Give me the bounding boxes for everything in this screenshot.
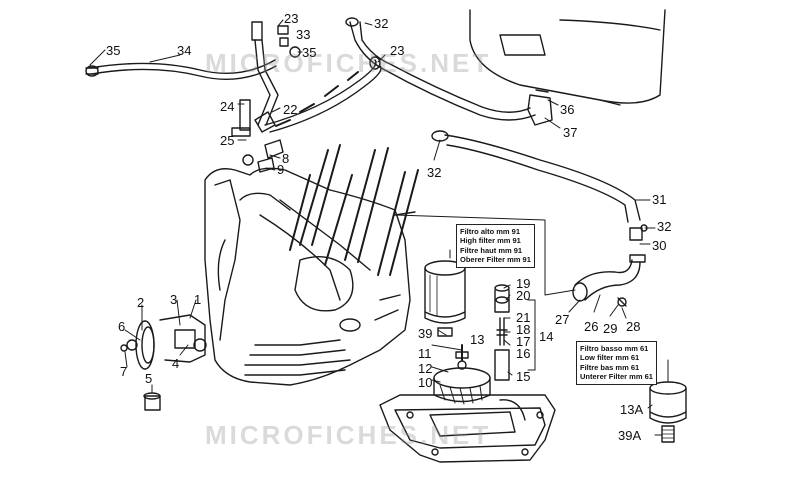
low-filter-label-line: Unterer Filter mm 61 xyxy=(580,372,653,382)
high-filter-label-line: Filtro alto mm 91 xyxy=(460,227,521,236)
callout-15: 15 xyxy=(516,369,531,384)
callout-7: 7 xyxy=(120,364,128,379)
callout-4: 4 xyxy=(172,356,180,371)
callout-2: 2 xyxy=(137,295,145,310)
leader-lines xyxy=(89,19,669,436)
callout-13: 13 xyxy=(470,332,485,347)
hose-31 xyxy=(431,130,648,241)
low-filter-label-line: Low filter mm 61 xyxy=(580,353,640,363)
low-oil-filter xyxy=(649,381,687,443)
callout-31: 31 xyxy=(652,192,667,207)
high-filter-label-line: High filter mm 91 xyxy=(460,236,521,246)
callout-37: 37 xyxy=(563,125,578,140)
hose-34 xyxy=(85,59,277,81)
callout-22: 22 xyxy=(283,102,298,117)
high-filter-label-line: Oberer Filter mm 91 xyxy=(460,255,531,265)
frame-tank xyxy=(469,9,666,106)
callout-19: 19 xyxy=(516,276,531,291)
callout-39: 39 xyxy=(418,326,433,341)
watermark-top: MICROFICHES.NET xyxy=(205,48,492,78)
high-oil-filter xyxy=(424,260,466,337)
callout-5: 5 xyxy=(145,371,153,386)
callout-25: 25 xyxy=(220,133,235,148)
callout-10: 10 xyxy=(418,375,433,390)
callout-39a: 39A xyxy=(618,428,642,443)
breather-fittings xyxy=(251,21,301,126)
hose-37 xyxy=(345,17,553,126)
low-filter-label-line: Filtre bas mm 61 xyxy=(580,362,640,372)
callout-8: 8 xyxy=(282,151,290,166)
callout-11: 11 xyxy=(418,346,432,361)
callout-6: 6 xyxy=(118,319,126,334)
callout-33: 33 xyxy=(296,27,311,42)
callout-24: 24 xyxy=(220,99,235,114)
callout-35a: 35 xyxy=(106,43,121,58)
callout-14: 14 xyxy=(539,329,554,344)
callout-27: 27 xyxy=(555,312,570,327)
callout-17: 17 xyxy=(516,334,531,349)
pressure-fittings xyxy=(231,99,284,173)
watermark-bottom: MICROFICHES.NET xyxy=(205,420,492,450)
callout-35b: 35 xyxy=(302,45,317,60)
low-filter-label: Filtro basso mm 61 Low filter mm 61 Filt… xyxy=(576,341,657,385)
callout-9: 9 xyxy=(277,162,285,177)
callout-13a: 13A xyxy=(620,402,644,417)
callout-1: 1 xyxy=(194,292,202,307)
callout-34: 34 xyxy=(177,43,192,58)
high-filter-label-line: Filtre haut mm 91 xyxy=(460,245,523,255)
callout-21: 21 xyxy=(516,310,531,325)
callout-3: 3 xyxy=(170,292,178,307)
crankcase xyxy=(204,167,416,386)
callout-30: 30 xyxy=(652,238,667,253)
callout-23a: 23 xyxy=(284,11,299,26)
cylinder-studs xyxy=(289,144,419,276)
callout-23b: 23 xyxy=(390,43,405,58)
oil-sump xyxy=(379,394,556,463)
high-filter-label: Filtro alto mm 91 High filter mm 91 Filt… xyxy=(456,224,535,268)
callout-20: 20 xyxy=(516,288,531,303)
callout-28: 28 xyxy=(626,319,641,334)
front-cover-pump xyxy=(120,314,207,411)
callout-29: 29 xyxy=(603,321,618,336)
callout-36: 36 xyxy=(560,102,575,117)
callout-32c: 32 xyxy=(657,219,672,234)
callout-32a: 32 xyxy=(374,16,389,31)
low-filter-label-line: Filtro basso mm 61 xyxy=(580,344,649,353)
callout-26: 26 xyxy=(584,319,599,334)
callout-12: 12 xyxy=(418,361,433,376)
hose-26-27 xyxy=(572,254,646,307)
callout-16: 16 xyxy=(516,346,531,361)
callout-18: 18 xyxy=(516,322,531,337)
oil-screen xyxy=(433,344,491,405)
callout-32b: 32 xyxy=(427,165,442,180)
